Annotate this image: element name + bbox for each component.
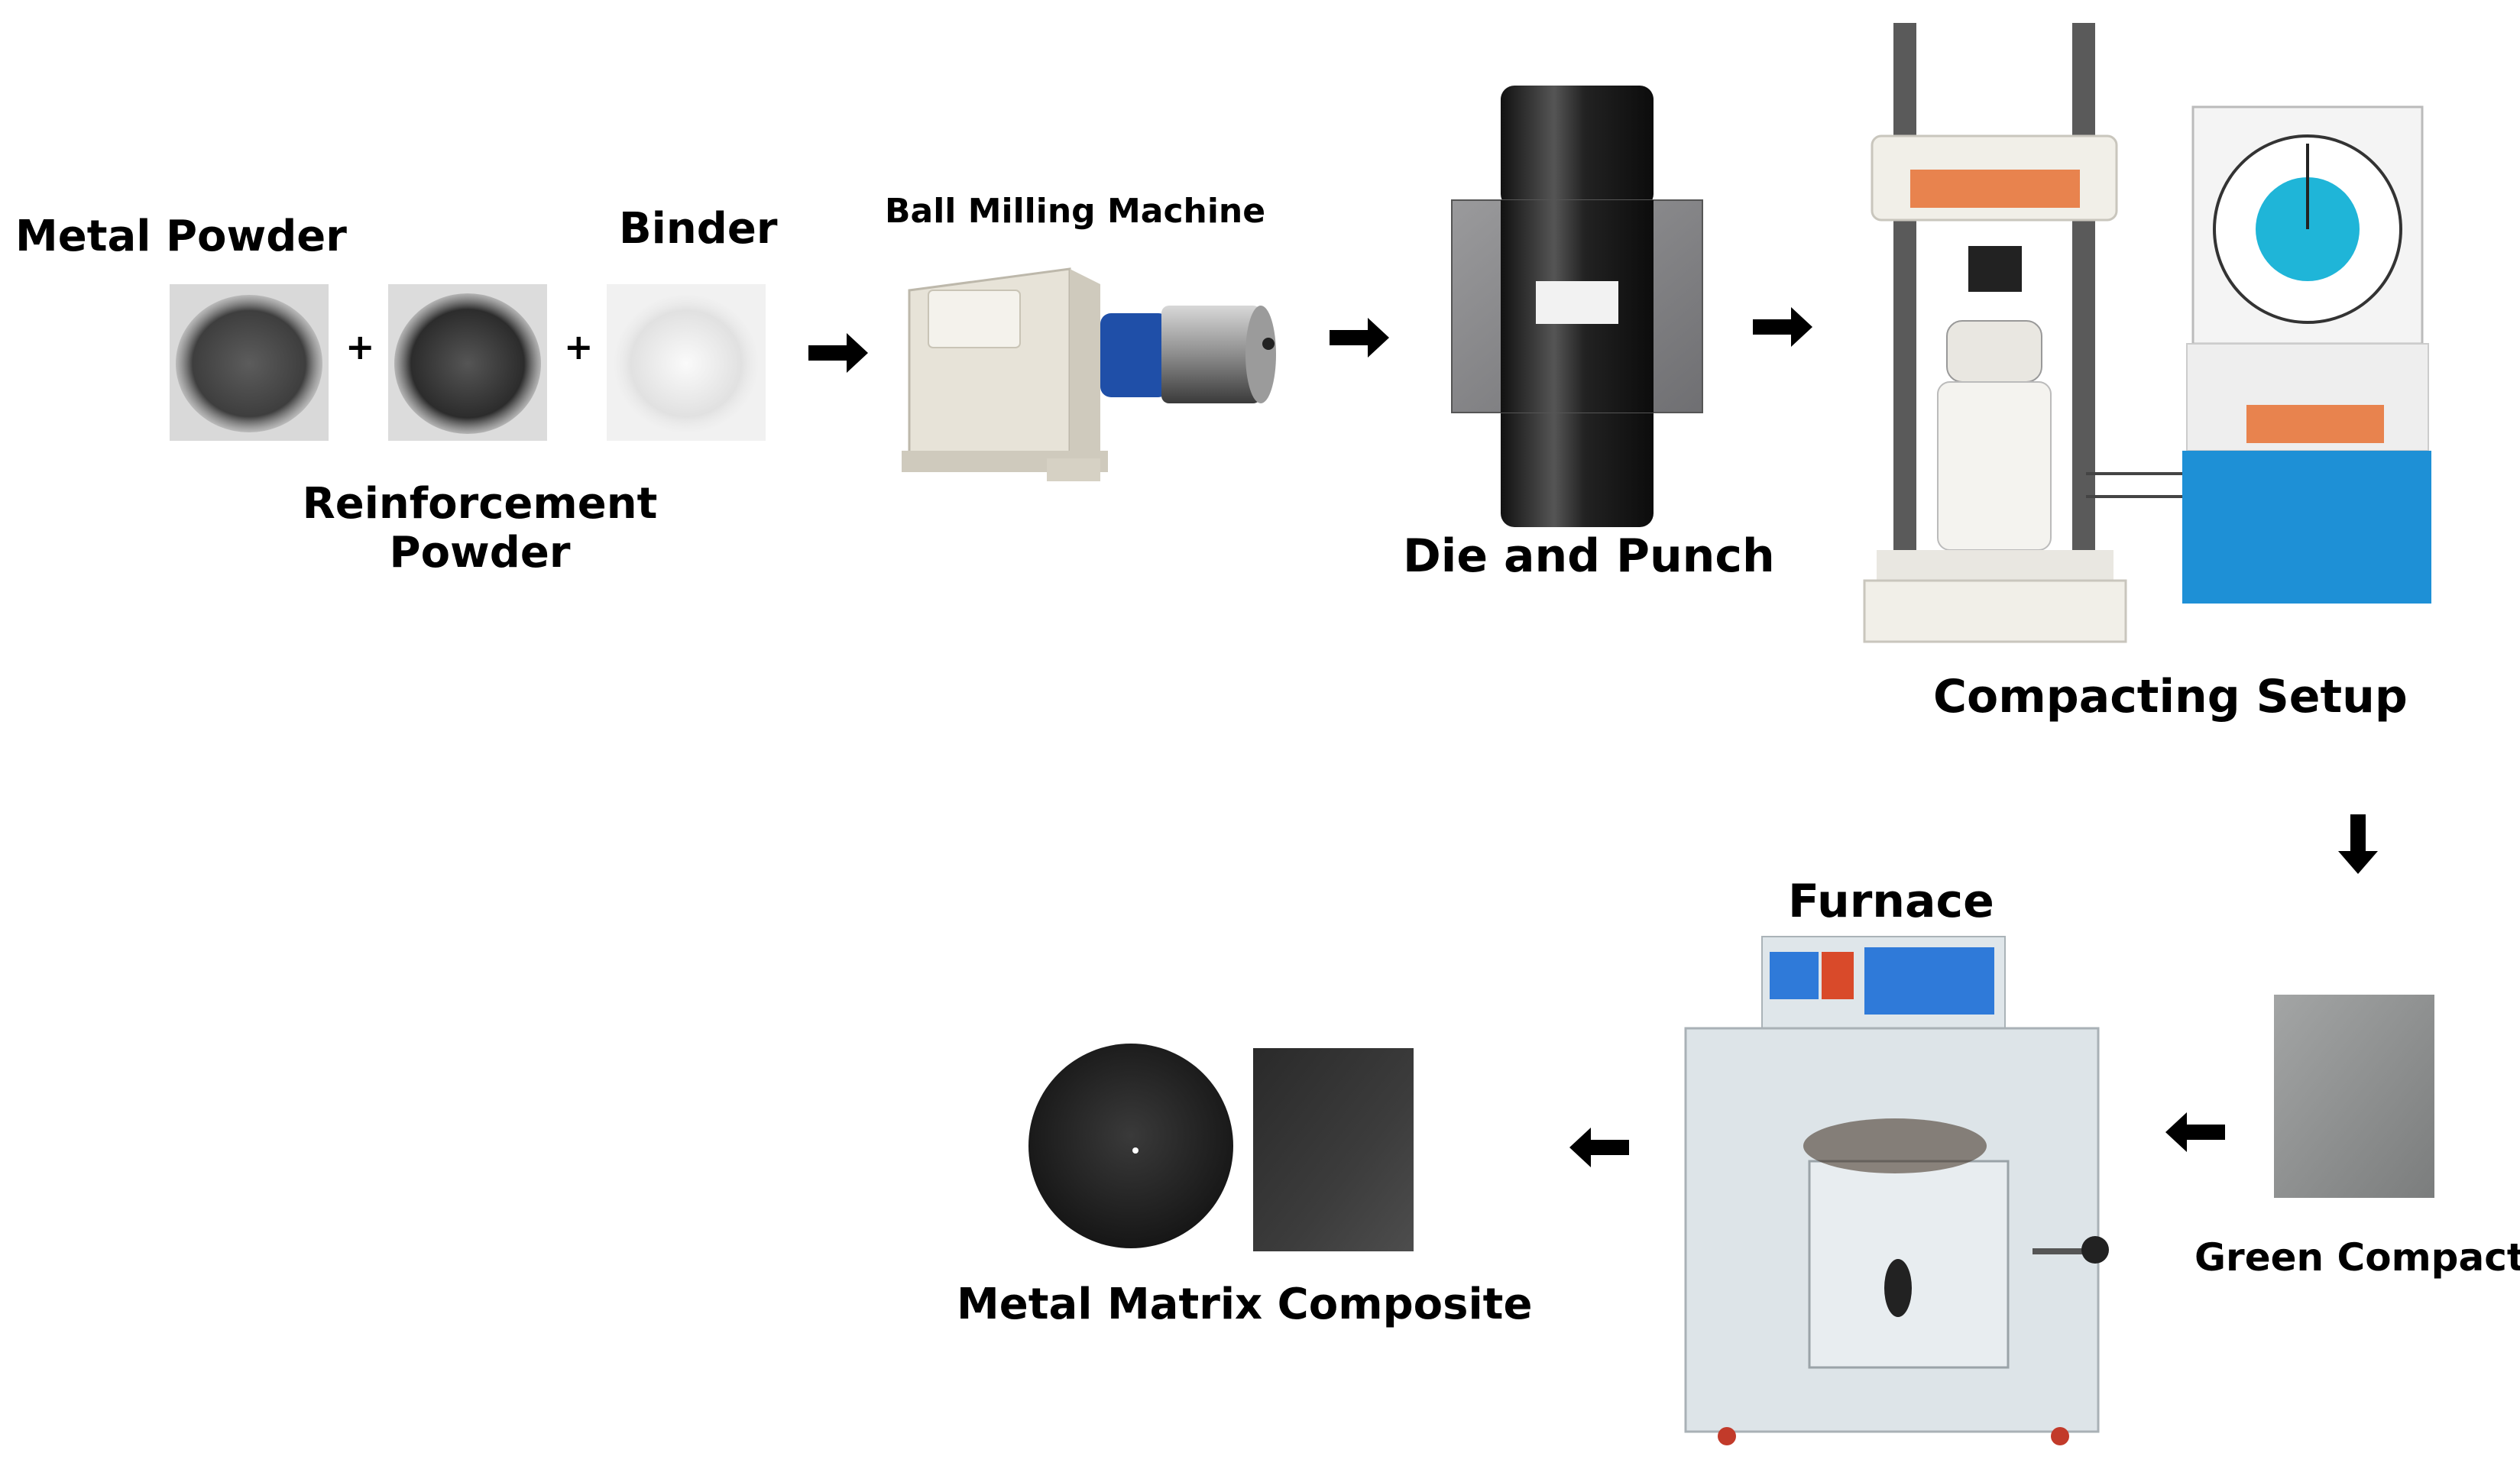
arrow-right-icon	[1330, 318, 1389, 358]
compacting-setup-image	[1863, 23, 2431, 643]
metal-powder-photo	[170, 284, 329, 441]
ball-milling-machine-image	[902, 267, 1276, 481]
plus-sign: +	[564, 326, 594, 367]
die-and-punch-image	[1451, 86, 1703, 527]
binder-label: Binder	[619, 204, 778, 254]
arrow-left-icon	[1569, 1128, 1629, 1167]
green-compact-photo	[2274, 995, 2434, 1198]
metal-matrix-composite-sample-photo	[1253, 1048, 1414, 1251]
arrow-left-icon	[2165, 1112, 2225, 1152]
furnace-image	[1684, 936, 2109, 1445]
metal-matrix-composite-disc-photo	[1028, 1044, 1233, 1248]
arrow-right-icon	[1753, 307, 1812, 347]
reinforcement-powder-label-line1: Reinforcement	[302, 479, 658, 529]
reinforcement-powder-photo	[388, 284, 547, 441]
arrow-down-icon	[2338, 814, 2378, 874]
reinforcement-powder-label-line2: Powder	[389, 528, 571, 578]
die-and-punch-label: Die and Punch	[1403, 529, 1775, 583]
arrow-right-icon	[808, 333, 868, 373]
ball-milling-machine-label: Ball Milling Machine	[885, 192, 1266, 231]
green-compact-label: Green Compact	[2194, 1235, 2520, 1280]
compacting-setup-label: Compacting Setup	[1933, 670, 2408, 723]
plus-sign: +	[345, 326, 375, 367]
metal-powder-label: Metal Powder	[15, 212, 347, 261]
reinforcement-powder-label: Reinforcement Powder	[296, 479, 663, 578]
furnace-label: Furnace	[1788, 875, 1994, 928]
metal-matrix-composite-label: Metal Matrix Composite	[957, 1280, 1533, 1329]
binder-photo	[607, 284, 766, 441]
